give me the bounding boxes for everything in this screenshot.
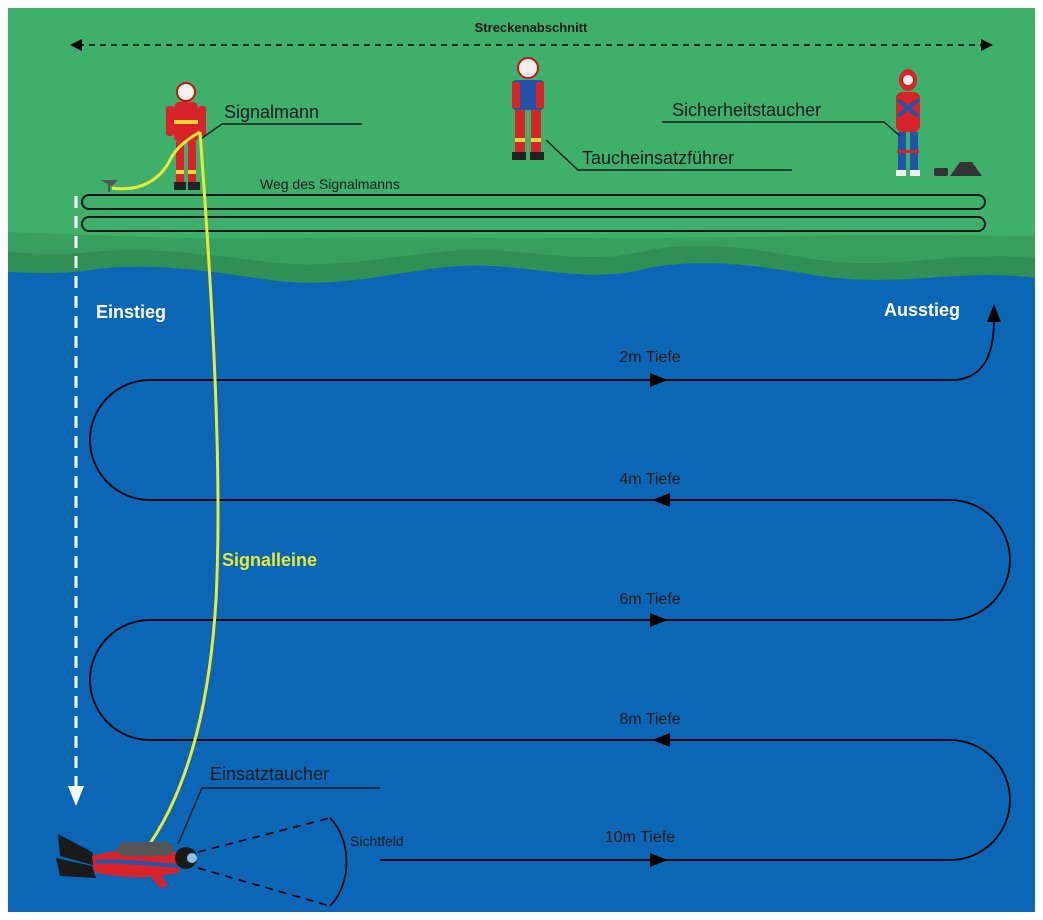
- search-pattern-path: [89, 379, 1011, 861]
- signalman-path-track: [81, 194, 986, 232]
- depth-label-8m: 8m Tiefe: [619, 711, 680, 728]
- safety-diver-label: Sicherheitstaucher: [672, 100, 821, 120]
- direction-arrow-10m: [650, 853, 668, 867]
- diver-figure: [56, 834, 197, 888]
- safety-diver-figure: [896, 69, 920, 176]
- entry-label: Einstieg: [96, 302, 166, 322]
- signalman-leader: [201, 123, 362, 139]
- exit-arrow: [954, 304, 1001, 381]
- stake-icon: [100, 180, 118, 192]
- direction-arrows: [650, 373, 670, 867]
- direction-arrow-4m: [652, 493, 670, 507]
- entry-arrow: [68, 196, 84, 806]
- direction-arrow-6m: [650, 613, 668, 627]
- depth-label-6m: 6m Tiefe: [619, 591, 680, 608]
- dive-commander-figure: [512, 57, 544, 160]
- exit-label: Ausstieg: [884, 300, 960, 320]
- field-of-view-label: Sichtfeld: [350, 833, 404, 849]
- dive-commander-leader: [545, 139, 792, 171]
- direction-arrow-8m: [652, 733, 670, 747]
- section-label: Streckenabschnitt: [475, 20, 588, 35]
- safety-diver-leader: [662, 121, 901, 137]
- field-of-view-cone: [197, 817, 348, 907]
- signal-line-coil: [111, 130, 201, 191]
- signalman-label: Signalmann: [224, 102, 319, 122]
- signalman-path-label: Weg des Signalmanns: [260, 176, 400, 192]
- signal-line: [142, 131, 220, 853]
- water-area: [8, 200, 1035, 912]
- section-arrow: [70, 39, 993, 51]
- dive-equipment-icon: [934, 162, 982, 176]
- direction-arrow-2m: [650, 373, 668, 387]
- signalman-figure: [166, 82, 206, 190]
- depth-label-4m: 4m Tiefe: [619, 471, 680, 488]
- diver-label: Einsatztaucher: [210, 764, 329, 784]
- depth-label-10m: 10m Tiefe: [605, 829, 675, 846]
- diver-leader: [177, 787, 380, 845]
- dive-commander-label: Taucheinsatzführer: [582, 148, 734, 168]
- depth-label-2m: 2m Tiefe: [619, 349, 680, 366]
- signal-line-label: Signalleine: [222, 550, 317, 570]
